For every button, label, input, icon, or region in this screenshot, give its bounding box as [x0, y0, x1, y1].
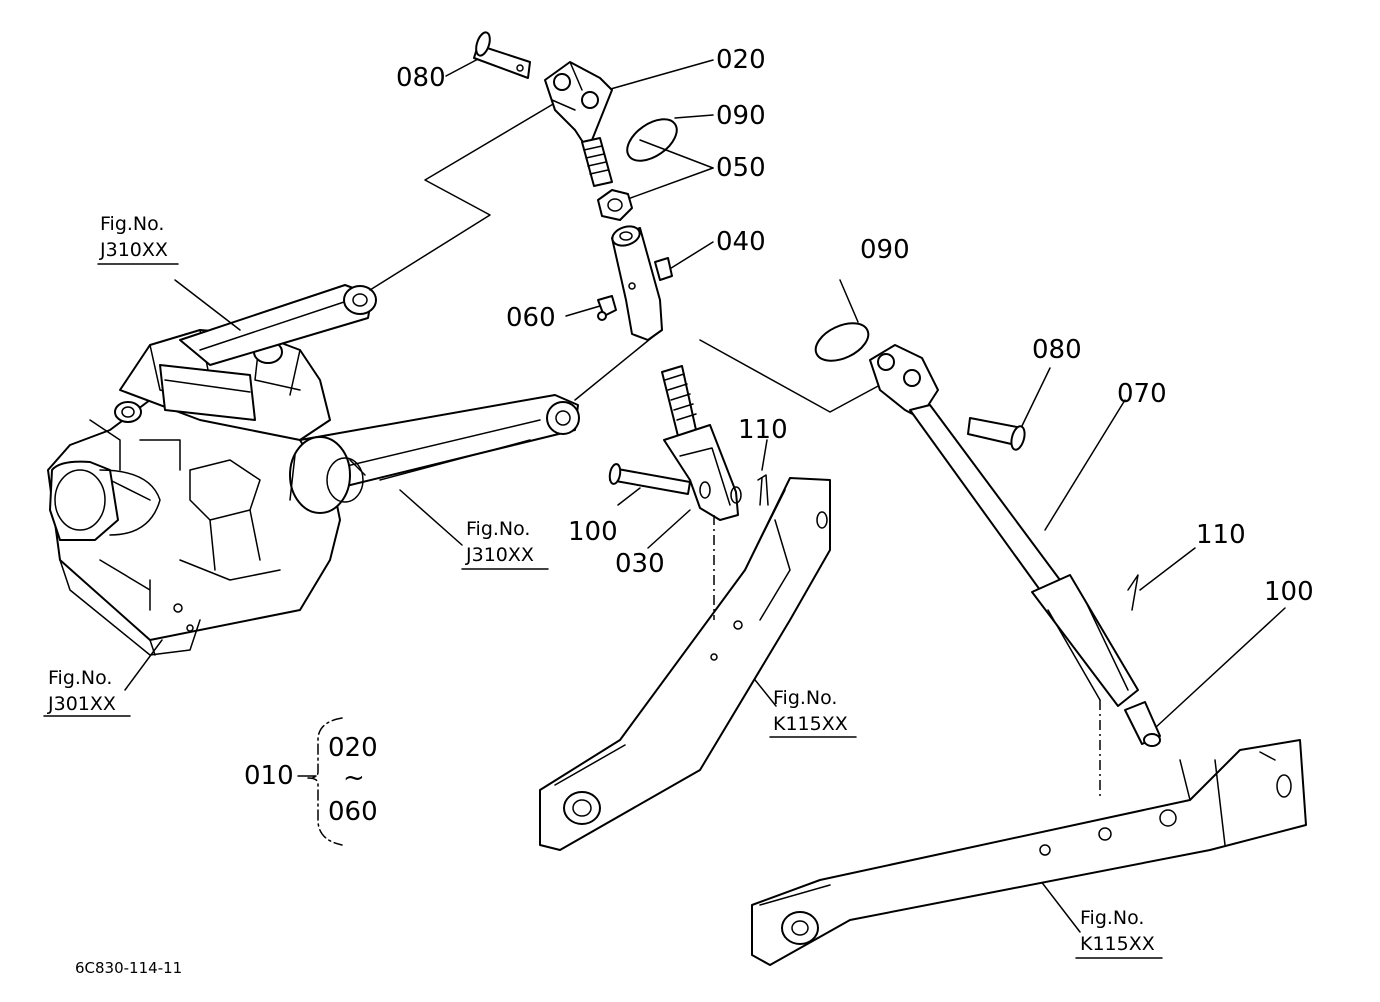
part-label-020: 020 [716, 45, 766, 75]
part-labels: 080 020 090 050 040 060 090 080 070 110 … [396, 45, 1314, 607]
fig-ref-J310XX-center: Fig.No. J310XX [461, 518, 549, 570]
fig-ref-title: Fig.No. [466, 518, 530, 540]
lower-link-right-drawing [751, 739, 1307, 966]
fig-ref-title: Fig.No. [1080, 907, 1144, 929]
part-label-100: 100 [1264, 577, 1314, 607]
fig-ref-J310XX-top: Fig.No. J310XX [97, 213, 179, 265]
top-link-adjuster-drawing [473, 31, 769, 521]
assembly-tilde: ~ [343, 763, 365, 793]
assembly-to-label: 060 [328, 797, 378, 827]
fig-ref-code: J310XX [465, 544, 534, 566]
figure-references: Fig.No. J310XX Fig.No. J310XX Fig.No. J3… [43, 213, 1163, 959]
fig-ref-title: Fig.No. [773, 687, 837, 709]
fig-ref-title: Fig.No. [100, 213, 164, 235]
lower-link-center-drawing [539, 477, 831, 851]
part-label-090: 090 [716, 101, 766, 131]
fig-ref-K115XX-center: Fig.No. K115XX [769, 687, 857, 738]
fig-ref-K115XX-right: Fig.No. K115XX [1075, 907, 1163, 959]
fig-ref-code: K115XX [1080, 933, 1155, 955]
part-label-110: 110 [738, 415, 788, 445]
part-label-050: 050 [716, 153, 766, 183]
fig-ref-code: J301XX [47, 693, 116, 715]
assembly-parent-label: 010 [244, 761, 294, 791]
part-label-060: 060 [506, 303, 556, 333]
assembly-bracket: 010 020 ~ 060 [244, 717, 378, 846]
drawing-code: 6C830-114-11 [75, 959, 182, 977]
part-label-090: 090 [860, 235, 910, 265]
part-label-110: 110 [1196, 520, 1246, 550]
fig-ref-J301XX: Fig.No. J301XX [43, 667, 131, 717]
part-label-080: 080 [1032, 335, 1082, 365]
fig-ref-code: J310XX [99, 239, 168, 261]
leader-lines [124, 57, 1286, 933]
part-label-070: 070 [1117, 379, 1167, 409]
part-label-040: 040 [716, 227, 766, 257]
part-label-080: 080 [396, 63, 446, 93]
hydraulic-housing-drawing [47, 284, 580, 656]
assembly-from-label: 020 [328, 733, 378, 763]
fig-ref-title: Fig.No. [48, 667, 112, 689]
part-label-100: 100 [568, 517, 618, 547]
lift-rod-drawing [814, 322, 1161, 800]
fig-ref-code: K115XX [773, 713, 848, 735]
part-label-030: 030 [615, 549, 665, 579]
